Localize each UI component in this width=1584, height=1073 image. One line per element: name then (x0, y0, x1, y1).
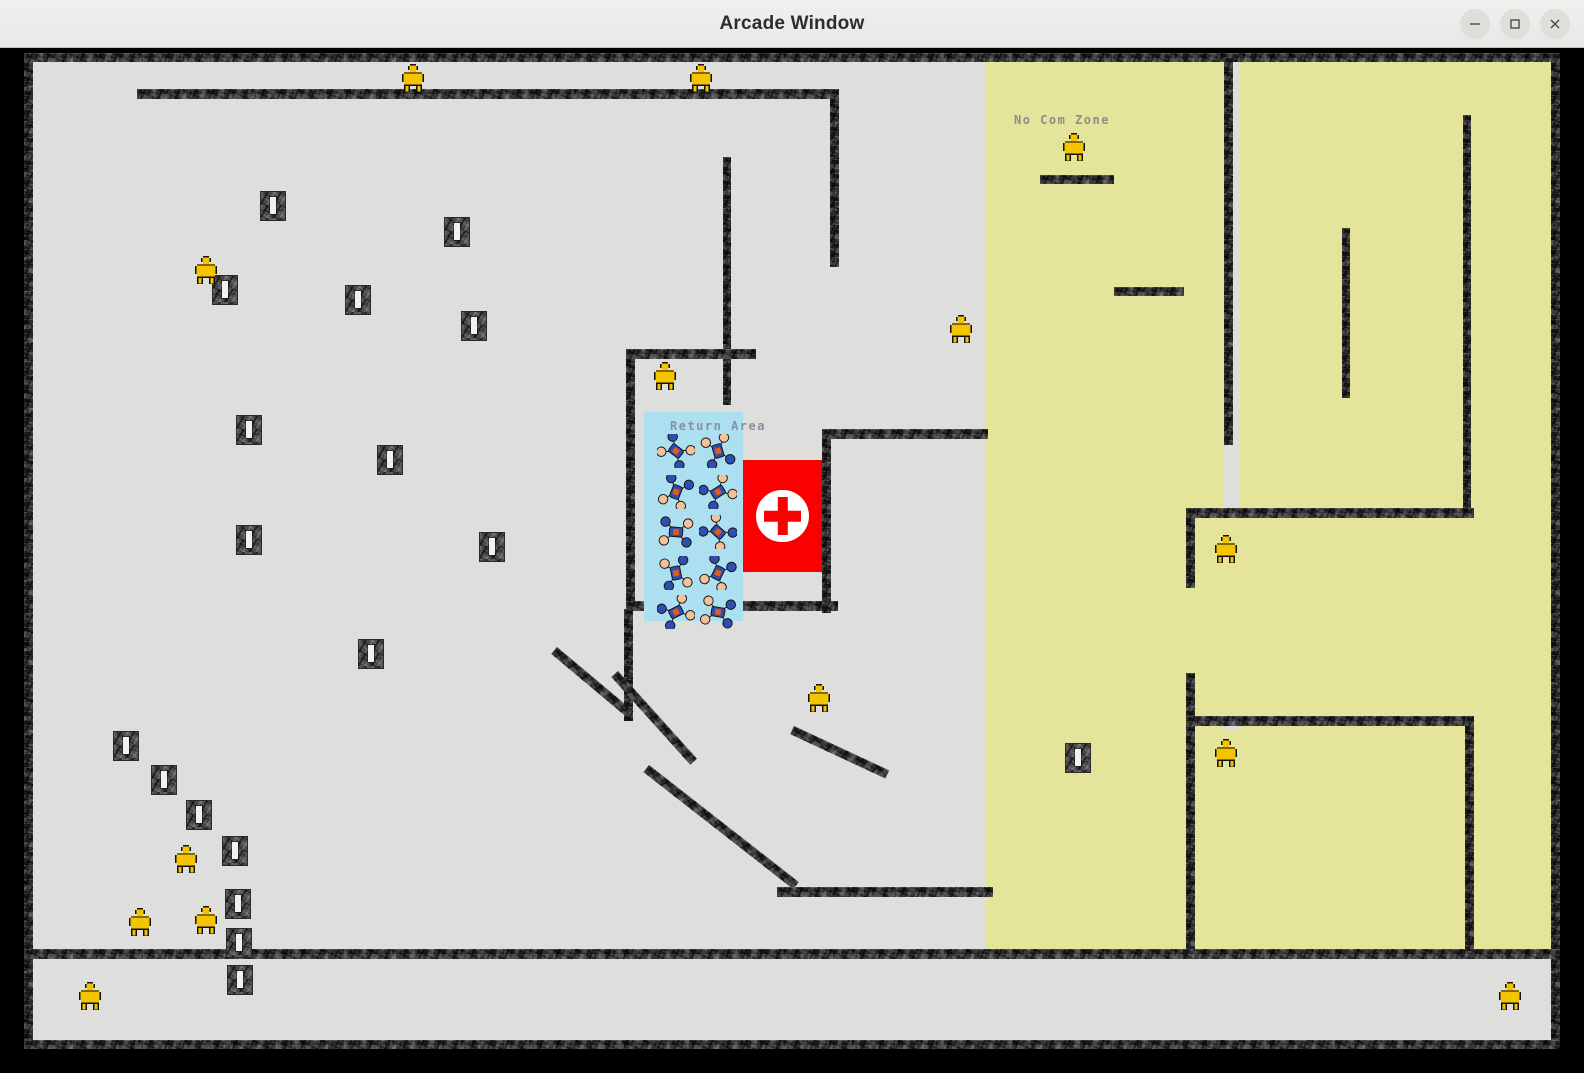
wall-top-long-horizontal (137, 89, 839, 99)
person-sprite[interactable] (127, 908, 153, 936)
drone-sprite[interactable] (699, 556, 737, 590)
minimize-button[interactable] (1460, 9, 1490, 39)
wall-room-mid (1186, 716, 1474, 726)
drone-sprite[interactable] (699, 475, 737, 509)
crate-sprite[interactable] (225, 889, 251, 919)
crate-sprite[interactable] (236, 415, 262, 445)
drone-sprite[interactable] (657, 475, 695, 509)
drone-sprite[interactable] (699, 515, 737, 549)
crate-sprite[interactable] (1065, 743, 1091, 773)
drone-sprite[interactable] (657, 595, 695, 629)
game-canvas[interactable]: Return Area (24, 53, 1560, 1049)
maximize-button[interactable] (1500, 9, 1530, 39)
wall-room-right-vert (1465, 716, 1474, 951)
drone-sprite[interactable] (699, 434, 737, 468)
return-area-label: Return Area (670, 419, 766, 433)
medkit-marker[interactable] (743, 460, 822, 572)
wall-return-top (626, 349, 756, 359)
crate-sprite[interactable] (260, 191, 286, 221)
person-sprite[interactable] (77, 982, 103, 1010)
crate-sprite[interactable] (236, 525, 262, 555)
wall-mid-right-vertical (822, 429, 831, 613)
crate-sprite[interactable] (479, 532, 505, 562)
wall-zone-vert-2 (1342, 228, 1350, 398)
wall-bottom-right-horizontal (777, 887, 993, 897)
crate-sprite[interactable] (358, 639, 384, 669)
crate-sprite[interactable] (151, 765, 177, 795)
medical-cross-icon (756, 489, 809, 543)
wall-border-right (1551, 53, 1560, 1049)
no-com-zone-e (1468, 53, 1560, 949)
crate-sprite[interactable] (222, 836, 248, 866)
person-sprite[interactable] (652, 362, 678, 390)
wall-border-top (24, 53, 1560, 62)
crate-sprite[interactable] (113, 731, 139, 761)
no-com-zone-label: No Com Zone (1014, 113, 1110, 127)
wall-mid-right-horizontal (822, 429, 988, 439)
wall-zone-shelf-1 (1040, 175, 1114, 184)
wall-border-bottom (24, 1040, 1560, 1049)
person-sprite[interactable] (1213, 739, 1239, 767)
person-sprite[interactable] (688, 64, 714, 92)
person-sprite[interactable] (1497, 982, 1523, 1010)
wall-room-left-3 (1186, 726, 1195, 949)
person-sprite[interactable] (400, 64, 426, 92)
person-sprite[interactable] (948, 315, 974, 343)
window-title: Arcade Window (719, 13, 865, 34)
crate-sprite[interactable] (345, 285, 371, 315)
crate-sprite[interactable] (226, 928, 252, 958)
window-controls (1460, 9, 1570, 39)
wall-return-left (626, 349, 635, 611)
title-bar: Arcade Window (0, 0, 1584, 48)
wall-corridor-divider (24, 949, 1560, 959)
crate-sprite[interactable] (377, 445, 403, 475)
wall-upper-mid-vertical (723, 157, 731, 405)
wall-zone-vert-1 (1224, 57, 1233, 445)
drone-sprite[interactable] (657, 434, 695, 468)
wall-chevron-upper (624, 609, 633, 721)
crate-sprite[interactable] (186, 800, 212, 830)
wall-border-left (24, 53, 33, 1049)
wall-zone-shelf-2 (1114, 287, 1184, 296)
wall-chevron-bottom-diag (643, 765, 799, 890)
wall-room-left (1186, 508, 1195, 588)
no-com-zone-a (986, 53, 1224, 949)
drone-sprite[interactable] (699, 595, 737, 629)
crate-sprite[interactable] (461, 311, 487, 341)
person-sprite[interactable] (193, 256, 219, 284)
wall-free-diag-center (790, 726, 890, 779)
person-sprite[interactable] (173, 845, 199, 873)
crate-sprite[interactable] (444, 217, 470, 247)
crate-sprite[interactable] (212, 275, 238, 305)
person-sprite[interactable] (193, 906, 219, 934)
drone-sprite[interactable] (657, 515, 695, 549)
wall-top-right-vertical (830, 89, 839, 267)
wall-zone-vert-3 (1463, 115, 1471, 515)
person-sprite[interactable] (1213, 535, 1239, 563)
person-sprite[interactable] (806, 684, 832, 712)
drone-sprite[interactable] (657, 556, 695, 590)
person-sprite[interactable] (1061, 133, 1087, 161)
crate-sprite[interactable] (227, 965, 253, 995)
return-area-zone: Return Area (644, 412, 764, 629)
close-button[interactable] (1540, 9, 1570, 39)
wall-room-top (1186, 508, 1474, 518)
